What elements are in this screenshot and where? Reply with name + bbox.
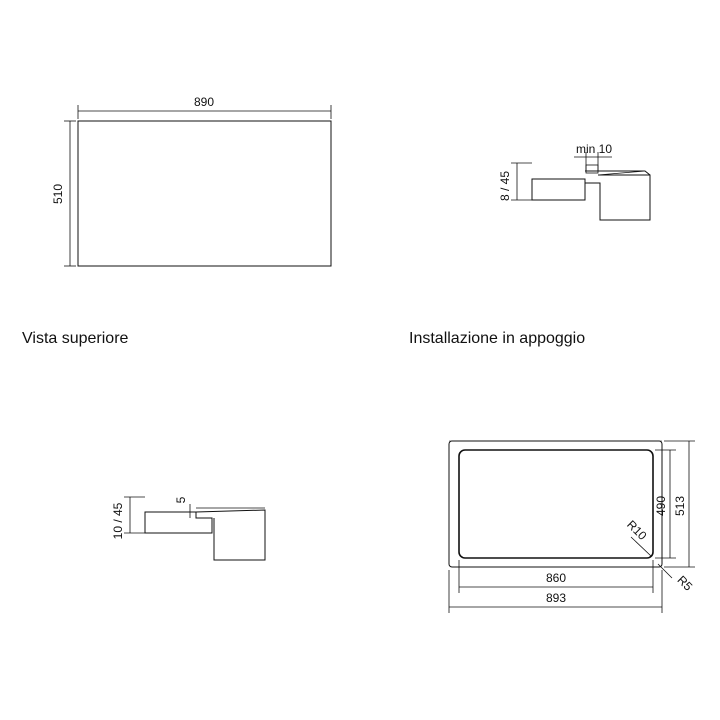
cutout-outer-width-label: 893 bbox=[546, 591, 566, 605]
flush-countertop-slab bbox=[144, 511, 213, 534]
cutout-inner-width-label: 860 bbox=[546, 571, 566, 585]
countertop-slab bbox=[531, 178, 586, 201]
cutout-outer-height-label: 513 bbox=[673, 496, 687, 516]
sink-bowl-section bbox=[585, 174, 651, 221]
surface-install-drawing: min 10 8 / 45 bbox=[498, 142, 651, 221]
surface-thickness-label: 8 / 45 bbox=[498, 171, 512, 201]
top-view-outline bbox=[77, 120, 332, 267]
top-view-drawing: 890 510 bbox=[51, 95, 332, 267]
flush-sink-section bbox=[195, 509, 266, 561]
cutout-inner-height-label: 490 bbox=[654, 496, 668, 516]
cutout-drawing: R10 R5 860 893 490 513 bbox=[448, 440, 695, 613]
cutout-outer-radius-label: R5 bbox=[674, 573, 695, 594]
cutout-outer-rect bbox=[448, 440, 663, 568]
flush-thickness-label: 10 / 45 bbox=[111, 502, 125, 539]
surface-gap-label: min 10 bbox=[576, 142, 612, 156]
top-view-caption: Vista superiore bbox=[22, 330, 129, 347]
cutout-inner-radius-label: R10 bbox=[624, 517, 650, 543]
top-view-width-label: 890 bbox=[194, 95, 214, 109]
cutout-inner-rect bbox=[458, 449, 654, 559]
surface-install-caption: Installazione in appoggio bbox=[409, 330, 585, 347]
flush-install-drawing: 5 10 / 45 bbox=[111, 496, 266, 561]
top-view-height-label: 510 bbox=[51, 184, 65, 204]
flush-recess-label: 5 bbox=[174, 496, 188, 503]
